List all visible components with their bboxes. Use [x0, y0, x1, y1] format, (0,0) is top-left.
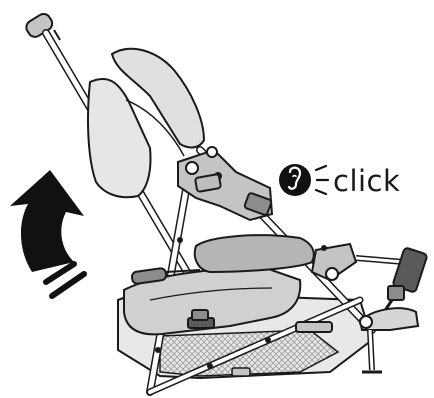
curved-up-arrow-icon: [10, 170, 84, 296]
front-wheel: [360, 308, 418, 372]
ear-click-icon: [279, 164, 328, 196]
click-sound-label: click: [333, 163, 400, 199]
fold-hinge: [178, 147, 272, 220]
